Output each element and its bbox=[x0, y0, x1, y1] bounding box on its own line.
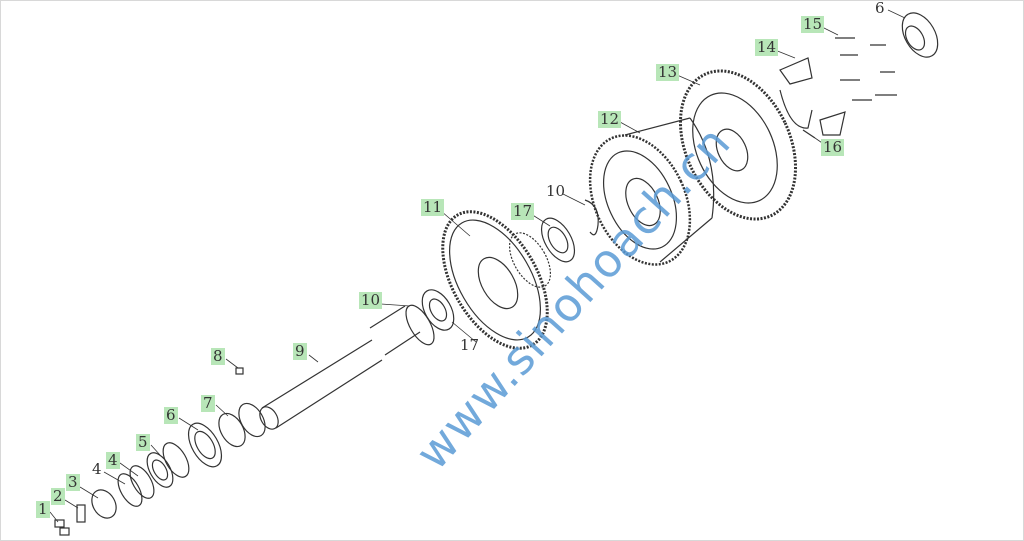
part-shaft-9 bbox=[259, 305, 421, 430]
part-lock-plate-2 bbox=[76, 504, 86, 523]
part-bearing-17b bbox=[540, 217, 576, 263]
callout-16: 16 bbox=[821, 138, 845, 156]
callout-1: 1 bbox=[36, 500, 50, 518]
callout-15: 15 bbox=[801, 15, 825, 33]
part-sleeve-7 bbox=[218, 402, 266, 448]
callout-11: 11 bbox=[421, 198, 445, 216]
callout-9: 9 bbox=[293, 342, 307, 360]
part-bearing-5 bbox=[146, 442, 190, 488]
callout-4-plain: 4 bbox=[92, 460, 102, 478]
callout-17-plain: 17 bbox=[460, 336, 480, 354]
callout-7: 7 bbox=[201, 394, 215, 412]
part-gear-13 bbox=[678, 69, 798, 221]
leader-lines bbox=[49, 9, 906, 523]
part-bearing-6 bbox=[187, 422, 223, 468]
callout-14: 14 bbox=[755, 38, 779, 56]
part-pin-16 bbox=[802, 129, 816, 139]
callout-4: 4 bbox=[106, 451, 120, 469]
callout-8: 8 bbox=[211, 347, 225, 365]
part-bolts-1 bbox=[54, 519, 70, 536]
callout-6-plain: 6 bbox=[875, 0, 885, 17]
callout-17: 17 bbox=[511, 202, 535, 220]
part-gear-11 bbox=[441, 210, 552, 350]
part-bolts-15 bbox=[835, 37, 897, 101]
callout-13: 13 bbox=[656, 63, 680, 81]
part-plates-14 bbox=[779, 57, 846, 136]
part-bearing-17a bbox=[421, 289, 455, 331]
callout-10: 10 bbox=[359, 291, 383, 309]
callout-6: 6 bbox=[164, 406, 178, 424]
callout-5: 5 bbox=[136, 433, 150, 451]
part-ring-4a bbox=[117, 473, 143, 507]
part-snap-ring-10b bbox=[584, 199, 599, 236]
part-cover-3 bbox=[91, 489, 117, 519]
part-ring-4b bbox=[129, 465, 155, 499]
callout-10-plain: 10 bbox=[546, 182, 566, 200]
part-bearing-6b bbox=[901, 12, 939, 58]
callout-12: 12 bbox=[598, 110, 622, 128]
callout-2: 2 bbox=[51, 487, 65, 505]
callout-3: 3 bbox=[66, 473, 80, 491]
part-housing-12 bbox=[588, 117, 715, 266]
part-plug-8 bbox=[235, 367, 244, 375]
